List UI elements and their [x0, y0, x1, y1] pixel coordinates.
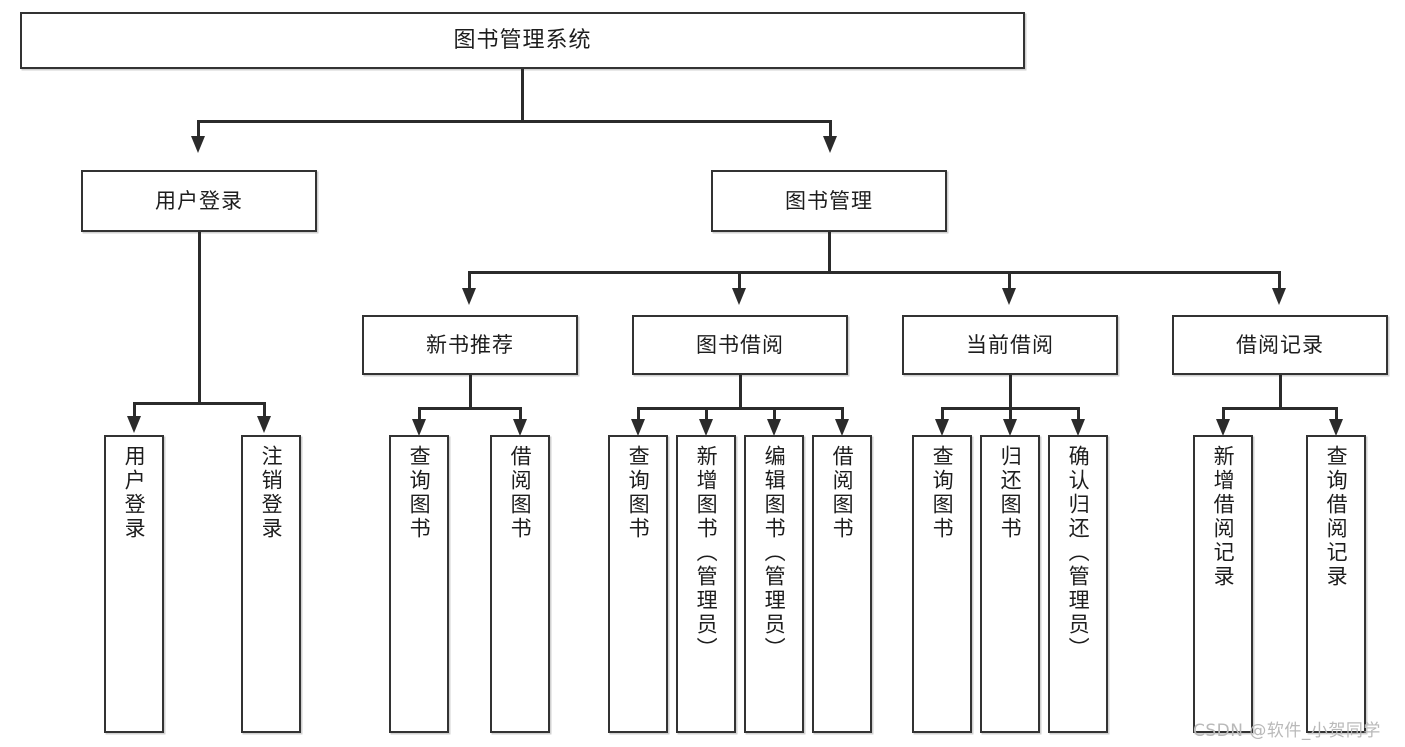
edge-level3-bus [468, 271, 1280, 274]
edge-current-borrow-stem [1009, 375, 1012, 409]
arrow-to-current-borrow [1002, 288, 1016, 305]
leaf-add-borrow-record[interactable]: 新增借阅记录 [1193, 435, 1253, 733]
node-label: 确认归还（管理员） [1066, 445, 1091, 661]
leaf-edit-book[interactable]: 编辑图书（管理员） [744, 435, 804, 733]
arrow-to-leaf-logout [257, 416, 271, 433]
arrow-to-leaf-return-book [1003, 419, 1017, 436]
edge-borrow-record-bus [1222, 407, 1337, 410]
node-book-borrow[interactable]: 图书借阅 [632, 315, 848, 375]
edge-level3-drop-3 [1008, 271, 1011, 289]
edge-borrow-record-stem [1279, 375, 1282, 409]
leaf-borrow-book-recommend[interactable]: 借阅图书 [490, 435, 550, 733]
edge-user-login-stem [198, 232, 201, 404]
edge-current-borrow-drop-3 [1077, 407, 1080, 421]
node-label: 查询图书 [407, 445, 432, 541]
leaf-user-login[interactable]: 用户登录 [104, 435, 164, 733]
watermark-text: CSDN @软件_小贺同学 [1193, 721, 1381, 741]
node-label: 查询图书 [626, 445, 651, 541]
edge-book-borrow-stem [739, 375, 742, 409]
node-label: 图书管理系统 [453, 27, 592, 53]
edge-user-login-drop-2 [263, 402, 266, 418]
arrow-to-book-manage [823, 136, 837, 153]
edge-book-borrow-drop-2 [705, 407, 708, 421]
node-label: 编辑图书（管理员） [762, 445, 787, 661]
edge-book-borrow-drop-1 [637, 407, 640, 421]
leaf-logout[interactable]: 注销登录 [241, 435, 301, 733]
edge-borrow-record-drop-2 [1335, 407, 1338, 421]
arrow-to-leaf-query-book-1 [412, 419, 426, 436]
arrow-to-borrow-record [1272, 288, 1286, 305]
node-current-borrow[interactable]: 当前借阅 [902, 315, 1118, 375]
leaf-borrow-book[interactable]: 借阅图书 [812, 435, 872, 733]
node-label: 新增图书（管理员） [694, 445, 719, 661]
edge-level2-drop-2 [829, 120, 832, 138]
node-label: 查询图书 [930, 445, 955, 541]
arrow-to-leaf-query-book-2 [631, 419, 645, 436]
edge-level3-drop-2 [738, 271, 741, 289]
node-label: 注销登录 [259, 445, 284, 541]
node-user-login[interactable]: 用户登录 [81, 170, 317, 232]
leaf-query-book-recommend[interactable]: 查询图书 [389, 435, 449, 733]
arrow-to-leaf-confirm-return [1071, 419, 1085, 436]
arrow-to-leaf-query-book-3 [935, 419, 949, 436]
arrow-to-new-book-recommend [462, 288, 476, 305]
node-label: 用户登录 [155, 188, 243, 213]
arrow-to-book-borrow [732, 288, 746, 305]
leaf-add-book[interactable]: 新增图书（管理员） [676, 435, 736, 733]
node-label: 借阅图书 [830, 445, 855, 541]
edge-book-borrow-drop-4 [841, 407, 844, 421]
edge-current-borrow-drop-1 [941, 407, 944, 421]
node-book-manage[interactable]: 图书管理 [711, 170, 947, 232]
arrow-to-leaf-query-record [1329, 419, 1343, 436]
edge-book-manage-stem [828, 232, 831, 273]
leaf-query-book-borrow[interactable]: 查询图书 [608, 435, 668, 733]
edge-level3-drop-1 [468, 271, 471, 289]
edge-borrow-record-drop-1 [1222, 407, 1225, 421]
edge-book-borrow-bus [637, 407, 843, 410]
edge-user-login-bus [133, 402, 265, 405]
leaf-query-book-current[interactable]: 查询图书 [912, 435, 972, 733]
node-label: 图书借阅 [696, 332, 784, 357]
arrow-to-leaf-borrow-book-2 [835, 419, 849, 436]
arrow-to-leaf-edit-book [767, 419, 781, 436]
edge-level3-drop-4 [1278, 271, 1281, 289]
node-label: 新增借阅记录 [1211, 445, 1236, 589]
edge-new-book-drop-2 [519, 407, 522, 421]
leaf-confirm-return[interactable]: 确认归还（管理员） [1048, 435, 1108, 733]
node-label: 借阅记录 [1236, 332, 1324, 357]
edge-root-stem [521, 69, 524, 122]
edge-new-book-drop-1 [418, 407, 421, 421]
arrow-to-leaf-borrow-book-1 [513, 419, 527, 436]
node-label: 当前借阅 [966, 332, 1054, 357]
arrow-to-leaf-user-login [127, 416, 141, 433]
node-borrow-record[interactable]: 借阅记录 [1172, 315, 1388, 375]
arrow-to-user-login [191, 136, 205, 153]
edge-new-book-bus [418, 407, 521, 410]
edge-current-borrow-drop-2 [1009, 407, 1012, 421]
node-label: 查询借阅记录 [1324, 445, 1349, 589]
edge-user-login-drop-1 [133, 402, 136, 418]
edge-new-book-stem [469, 375, 472, 409]
arrow-to-leaf-add-book [699, 419, 713, 436]
edge-book-borrow-drop-3 [773, 407, 776, 421]
node-label: 图书管理 [785, 188, 873, 213]
edge-level2-bus [197, 120, 831, 123]
node-label: 新书推荐 [426, 332, 514, 357]
node-new-book-recommend[interactable]: 新书推荐 [362, 315, 578, 375]
leaf-query-borrow-record[interactable]: 查询借阅记录 [1306, 435, 1366, 733]
node-root-system[interactable]: 图书管理系统 [20, 12, 1025, 69]
node-label: 借阅图书 [508, 445, 533, 541]
edge-level2-drop-1 [197, 120, 200, 138]
leaf-return-book[interactable]: 归还图书 [980, 435, 1040, 733]
node-label: 归还图书 [998, 445, 1023, 541]
node-label: 用户登录 [122, 445, 147, 541]
arrow-to-leaf-add-record [1216, 419, 1230, 436]
